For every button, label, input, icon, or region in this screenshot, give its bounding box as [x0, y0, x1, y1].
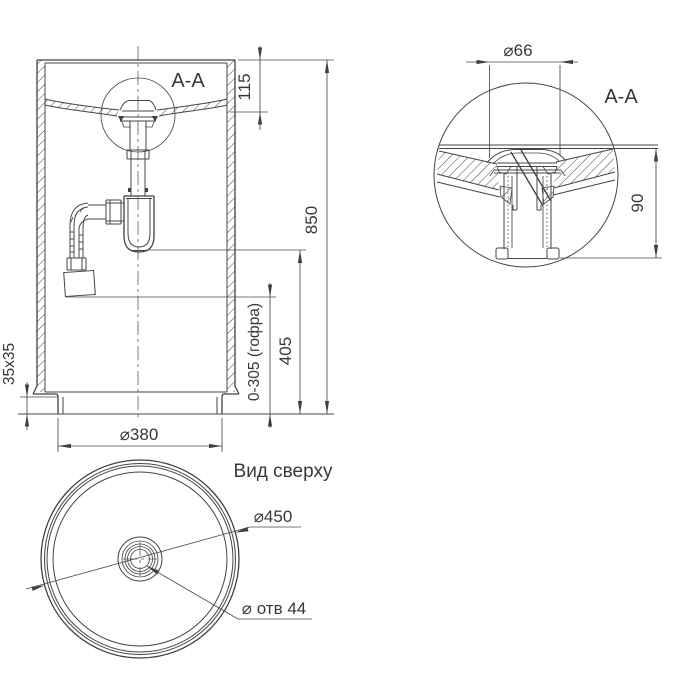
dim-text-850: 850	[302, 206, 321, 234]
dim-bowl-depth-115: 115	[230, 46, 334, 130]
dim-text-115: 115	[235, 73, 254, 100]
dim-text-90: 90	[628, 194, 647, 213]
dim-total-height-850: 850	[302, 60, 330, 414]
top-view-outer-rim	[40, 459, 240, 659]
corrugated-hose	[63, 202, 96, 298]
top-view-bowl-edge	[52, 471, 228, 647]
dim-flange-diameter-66: ⌀66	[466, 41, 578, 158]
top-view: Вид сверху ⌀450 ⌀ отв 44	[25, 459, 333, 659]
front-section-label: А-А	[171, 70, 205, 92]
dim-siphon-height-405: 405	[146, 249, 306, 414]
detail-circle-marker	[100, 77, 176, 153]
detail-view-circle	[433, 82, 619, 268]
dim-text-66: ⌀66	[503, 41, 532, 60]
detail-view-label: А-А	[604, 86, 638, 108]
dim-text-otv-44: ⌀ отв 44	[242, 599, 307, 618]
dim-text-35x35: 35x35	[1, 343, 18, 385]
top-view-rim-2	[44, 463, 236, 655]
top-view-drain	[117, 536, 163, 582]
detail-view-aa: А-А ⌀66 90	[433, 41, 662, 268]
pedestal-body	[32, 59, 240, 395]
dim-base-profile-35x35: 35x35	[1, 343, 58, 430]
top-view-title: Вид сверху	[234, 461, 333, 482]
dim-hose-range: 0-305 (гофра)	[66, 283, 276, 428]
dim-text-450: ⌀450	[254, 507, 293, 526]
front-section-view: А-А 115 850 405	[1, 46, 334, 452]
dim-drain-height-90: 90	[560, 148, 662, 259]
dim-text-hose-range: 0-305 (гофра)	[246, 303, 263, 401]
top-view-rim-3	[46, 465, 234, 653]
dim-text-405: 405	[276, 337, 295, 365]
detail-drain-body	[489, 149, 566, 260]
siphon-trap	[88, 195, 155, 253]
detail-drain-cap	[486, 149, 566, 175]
detail-shell-section	[436, 148, 616, 205]
dim-drain-hole-44: ⌀ отв 44	[146, 565, 312, 620]
dim-outer-diameter-450: ⌀450	[25, 507, 301, 591]
dim-text-380: ⌀380	[120, 425, 159, 444]
dim-base-diameter-380: ⌀380	[57, 418, 223, 452]
